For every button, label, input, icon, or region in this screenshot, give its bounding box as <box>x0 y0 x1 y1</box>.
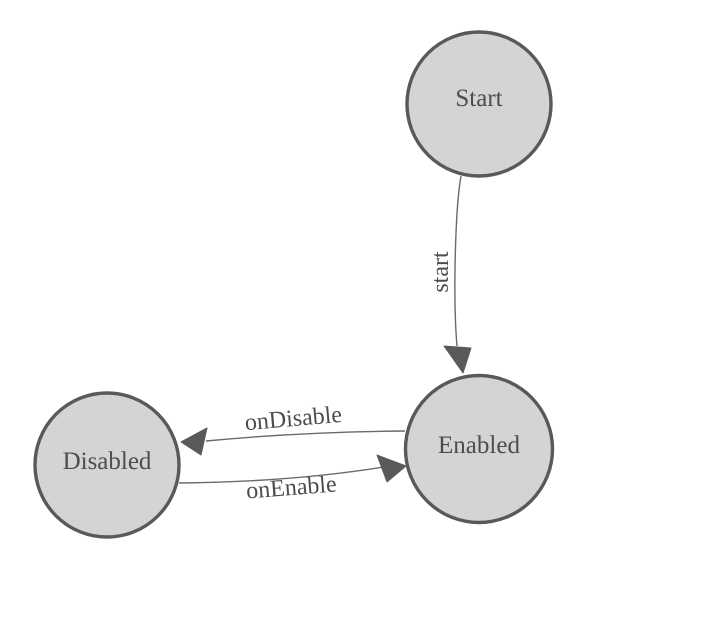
edge-start-transition-line <box>454 175 462 347</box>
edge-label-on-enable: onEnable <box>245 472 337 505</box>
node-enabled-label: Enabled <box>438 432 520 459</box>
node-enabled[interactable]: Enabled <box>403 373 555 525</box>
arrowhead-left-icon <box>180 427 208 456</box>
arrowhead-down-icon <box>443 345 472 374</box>
edge-on-disable-line <box>205 430 406 442</box>
edge-label-on-disable: onDisable <box>244 402 343 436</box>
node-disabled-label: Disabled <box>63 448 152 475</box>
node-disabled-circle[interactable] <box>33 391 181 539</box>
node-disabled[interactable]: Disabled <box>33 391 181 539</box>
node-enabled-circle[interactable] <box>403 373 555 525</box>
edge-on-disable: onDisable <box>180 402 406 456</box>
arrowhead-right-icon <box>376 454 407 483</box>
node-start-label: Start <box>455 85 502 112</box>
node-start-circle[interactable] <box>405 30 553 178</box>
node-start[interactable]: Start <box>405 30 553 178</box>
edge-on-enable: onEnable <box>178 454 407 505</box>
edge-on-enable-line <box>178 466 385 484</box>
edge-label-start: start <box>428 251 454 293</box>
edge-start-transition: start <box>428 175 472 374</box>
